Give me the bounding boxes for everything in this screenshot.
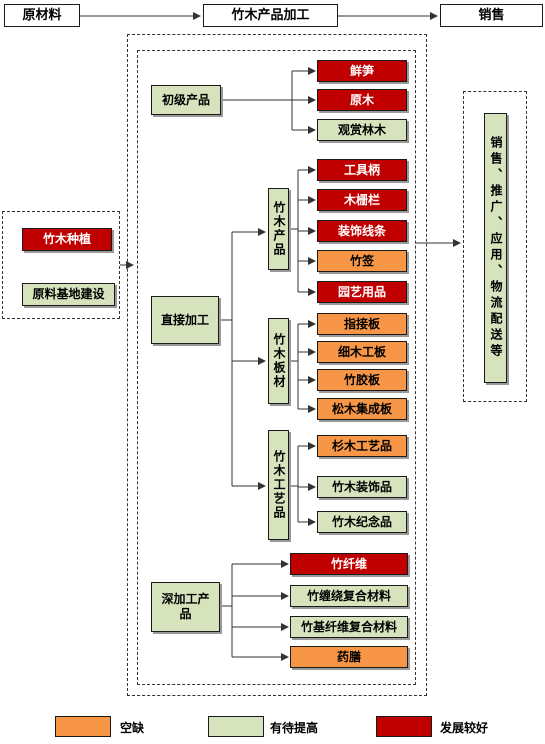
board-item-pine-laminated: 松木集成板 <box>317 398 407 420</box>
primary-item-ornamental-trees: 观赏林木 <box>317 119 407 141</box>
direct-processing-label: 直接加工 <box>151 296 219 344</box>
board-item-plywood: 竹胶板 <box>317 369 407 391</box>
legend-swatch-improve <box>208 716 264 737</box>
bamboo-item-skewer: 竹签 <box>317 250 407 272</box>
deep-item-fiber: 竹纤维 <box>290 553 408 575</box>
legend-swatch-good <box>376 716 432 737</box>
deep-item-fiber-composite: 竹基纤维复合材料 <box>290 616 408 638</box>
bamboo-item-trim: 装饰线条 <box>317 220 407 242</box>
deep-item-wound-composite: 竹缠绕复合材料 <box>290 585 408 607</box>
deep-item-medicinal-food: 药膳 <box>290 646 408 668</box>
category-boards: 竹木板材 <box>268 318 289 404</box>
raw-item-base: 原料基地建设 <box>22 283 115 306</box>
processing-region-outer <box>127 34 427 696</box>
craft-item-fir-crafts: 杉木工艺品 <box>317 435 407 457</box>
legend-label-vacant: 空缺 <box>120 721 145 735</box>
bamboo-item-garden: 园艺用品 <box>317 281 407 303</box>
stage-processing: 竹木产品加工 <box>203 4 338 27</box>
sales-channels-box: 销售、推广、应用、物流配送等 <box>484 113 507 383</box>
stage-sales: 销售 <box>440 4 543 27</box>
category-bamboo-products: 竹木产品 <box>268 188 289 270</box>
board-item-finger-joint: 指接板 <box>317 313 407 335</box>
legend-swatch-vacant <box>55 716 111 737</box>
craft-item-souvenirs: 竹木纪念品 <box>317 511 407 533</box>
raw-materials-region <box>2 211 120 319</box>
craft-item-decorations: 竹木装饰品 <box>317 476 407 498</box>
primary-item-fresh-shoots: 鲜笋 <box>317 60 407 82</box>
legend-label-improve: 有待提高 <box>270 721 319 735</box>
processing-region-inner <box>137 50 416 685</box>
board-item-blockboard: 细木工板 <box>317 341 407 363</box>
bamboo-item-fence: 木栅栏 <box>317 189 407 211</box>
stage-raw-materials: 原材料 <box>4 4 80 27</box>
sales-region <box>463 91 527 402</box>
raw-item-planting: 竹木种植 <box>22 228 112 251</box>
primary-products-label: 初级产品 <box>151 85 221 115</box>
primary-item-logs: 原木 <box>317 89 407 111</box>
category-crafts: 竹木工艺品 <box>268 430 289 540</box>
deep-processing-label: 深加工产品 <box>151 582 220 632</box>
bamboo-item-tool-handle: 工具柄 <box>317 159 407 181</box>
legend-label-good: 发展较好 <box>440 721 489 735</box>
